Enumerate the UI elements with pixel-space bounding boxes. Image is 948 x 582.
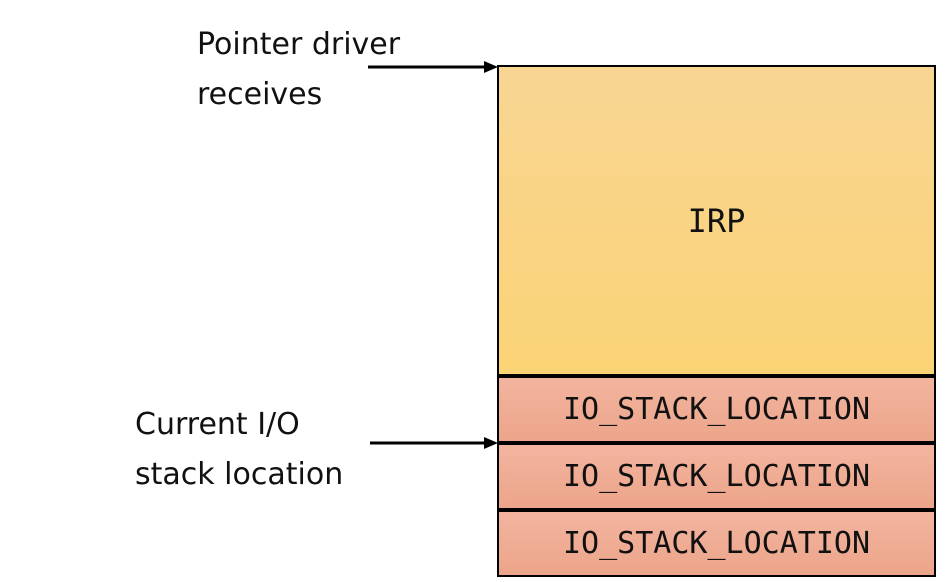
current-stack-arrow xyxy=(370,437,498,449)
irp-label: IRP xyxy=(687,201,746,240)
io-stack-location-label: IO_STACK_LOCATION xyxy=(562,526,871,561)
io-stack-location-block: IO_STACK_LOCATION xyxy=(497,376,936,443)
pointer-driver-label-line1: Pointer driver xyxy=(197,27,401,62)
pointer-arrow xyxy=(368,61,498,73)
irp-block: IRP xyxy=(497,65,936,376)
io-stack-location-label: IO_STACK_LOCATION xyxy=(562,459,871,494)
io-stack-location-block: IO_STACK_LOCATION xyxy=(497,510,936,577)
pointer-driver-label: Pointer driver receives xyxy=(197,20,400,120)
io-stack-location-block: IO_STACK_LOCATION xyxy=(497,443,936,510)
current-stack-location-label: Current I/O stack location xyxy=(135,400,343,500)
current-stack-location-label-line2: stack location xyxy=(135,457,344,492)
current-stack-location-label-line1: Current I/O xyxy=(135,407,300,442)
pointer-driver-label-line2: receives xyxy=(197,77,323,112)
io-stack-location-label: IO_STACK_LOCATION xyxy=(562,392,871,427)
